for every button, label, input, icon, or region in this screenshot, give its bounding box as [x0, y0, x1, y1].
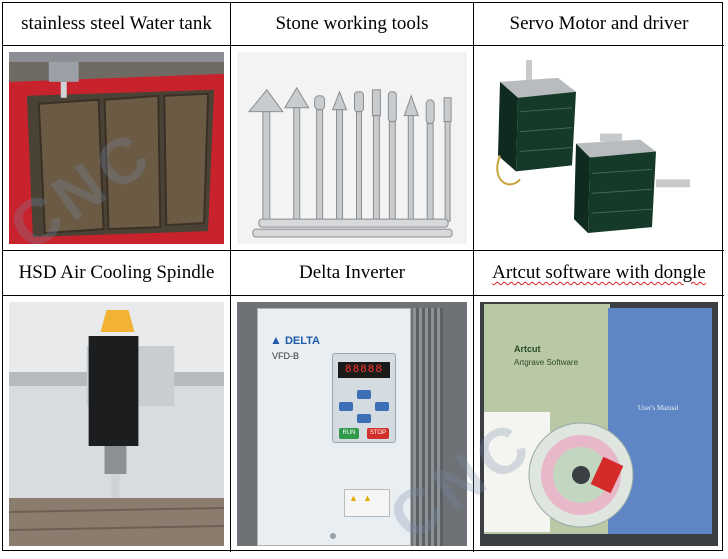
inverter-body: ▲ DELTA VFD-B 88888 RUN STOP ▲ ▲	[257, 308, 411, 546]
spindle-image	[9, 302, 224, 546]
cell-image-software: Artcut Artgrave Software User's Manual	[474, 296, 724, 552]
nav-key-down[interactable]	[357, 414, 371, 423]
cell-label-servo-motor: Servo Motor and driver	[474, 3, 724, 46]
cell-label-stone-tools: Stone working tools	[231, 3, 474, 46]
warning-triangle-icon-2: ▲	[363, 493, 372, 503]
cell-label-water-tank: stainless steel Water tank	[3, 3, 231, 46]
nav-key-right[interactable]	[375, 402, 389, 411]
software-cd	[528, 422, 634, 528]
led-display: 88888	[338, 362, 390, 378]
stop-key[interactable]: STOP	[367, 428, 389, 439]
software-label: Artcut software with dongle	[492, 262, 706, 283]
inverter-model: VFD-B	[272, 351, 299, 361]
package-subtitle: Artgrave Software	[514, 358, 579, 367]
cell-image-water-tank	[3, 46, 231, 251]
stone-tools-label: Stone working tools	[275, 13, 429, 34]
cell-label-software: Artcut software with dongle	[474, 251, 724, 296]
spindle-label: HSD Air Cooling Spindle	[18, 262, 215, 283]
cell-label-spindle: HSD Air Cooling Spindle	[3, 251, 231, 296]
cell-image-inverter: ▲ DELTA VFD-B 88888 RUN STOP ▲ ▲	[231, 296, 474, 552]
stone-tools-image	[237, 52, 467, 244]
package-title: Artcut	[514, 344, 541, 354]
delta-logo: ▲ DELTA	[270, 333, 320, 347]
cell-image-servo-motor	[474, 46, 724, 251]
nav-key-up[interactable]	[357, 390, 371, 399]
water-tank-image	[9, 52, 224, 244]
cell-label-inverter: Delta Inverter	[231, 251, 474, 296]
keypad-panel: 88888 RUN STOP	[332, 353, 396, 443]
cell-image-spindle	[3, 296, 231, 552]
cell-image-stone-tools	[231, 46, 474, 251]
delta-triangle-icon: ▲	[270, 333, 282, 347]
inverter-heatsink	[413, 308, 443, 546]
inverter-brand: DELTA	[284, 335, 320, 347]
inverter-image: ▲ DELTA VFD-B 88888 RUN STOP ▲ ▲	[237, 302, 467, 546]
servo-motor-image	[480, 52, 718, 244]
nav-key-left[interactable]	[339, 402, 353, 411]
inverter-label: Delta Inverter	[298, 262, 406, 283]
servo-motor-label: Servo Motor and driver	[509, 13, 689, 34]
software-image: Artcut Artgrave Software User's Manual	[480, 302, 718, 546]
warning-triangle-icon: ▲	[349, 493, 358, 503]
screw-icon	[330, 533, 336, 539]
warning-label: ▲ ▲	[344, 489, 390, 517]
water-tank-label: stainless steel Water tank	[21, 13, 212, 34]
run-key[interactable]: RUN	[339, 428, 359, 439]
manual-title: User's Manual	[638, 404, 679, 412]
